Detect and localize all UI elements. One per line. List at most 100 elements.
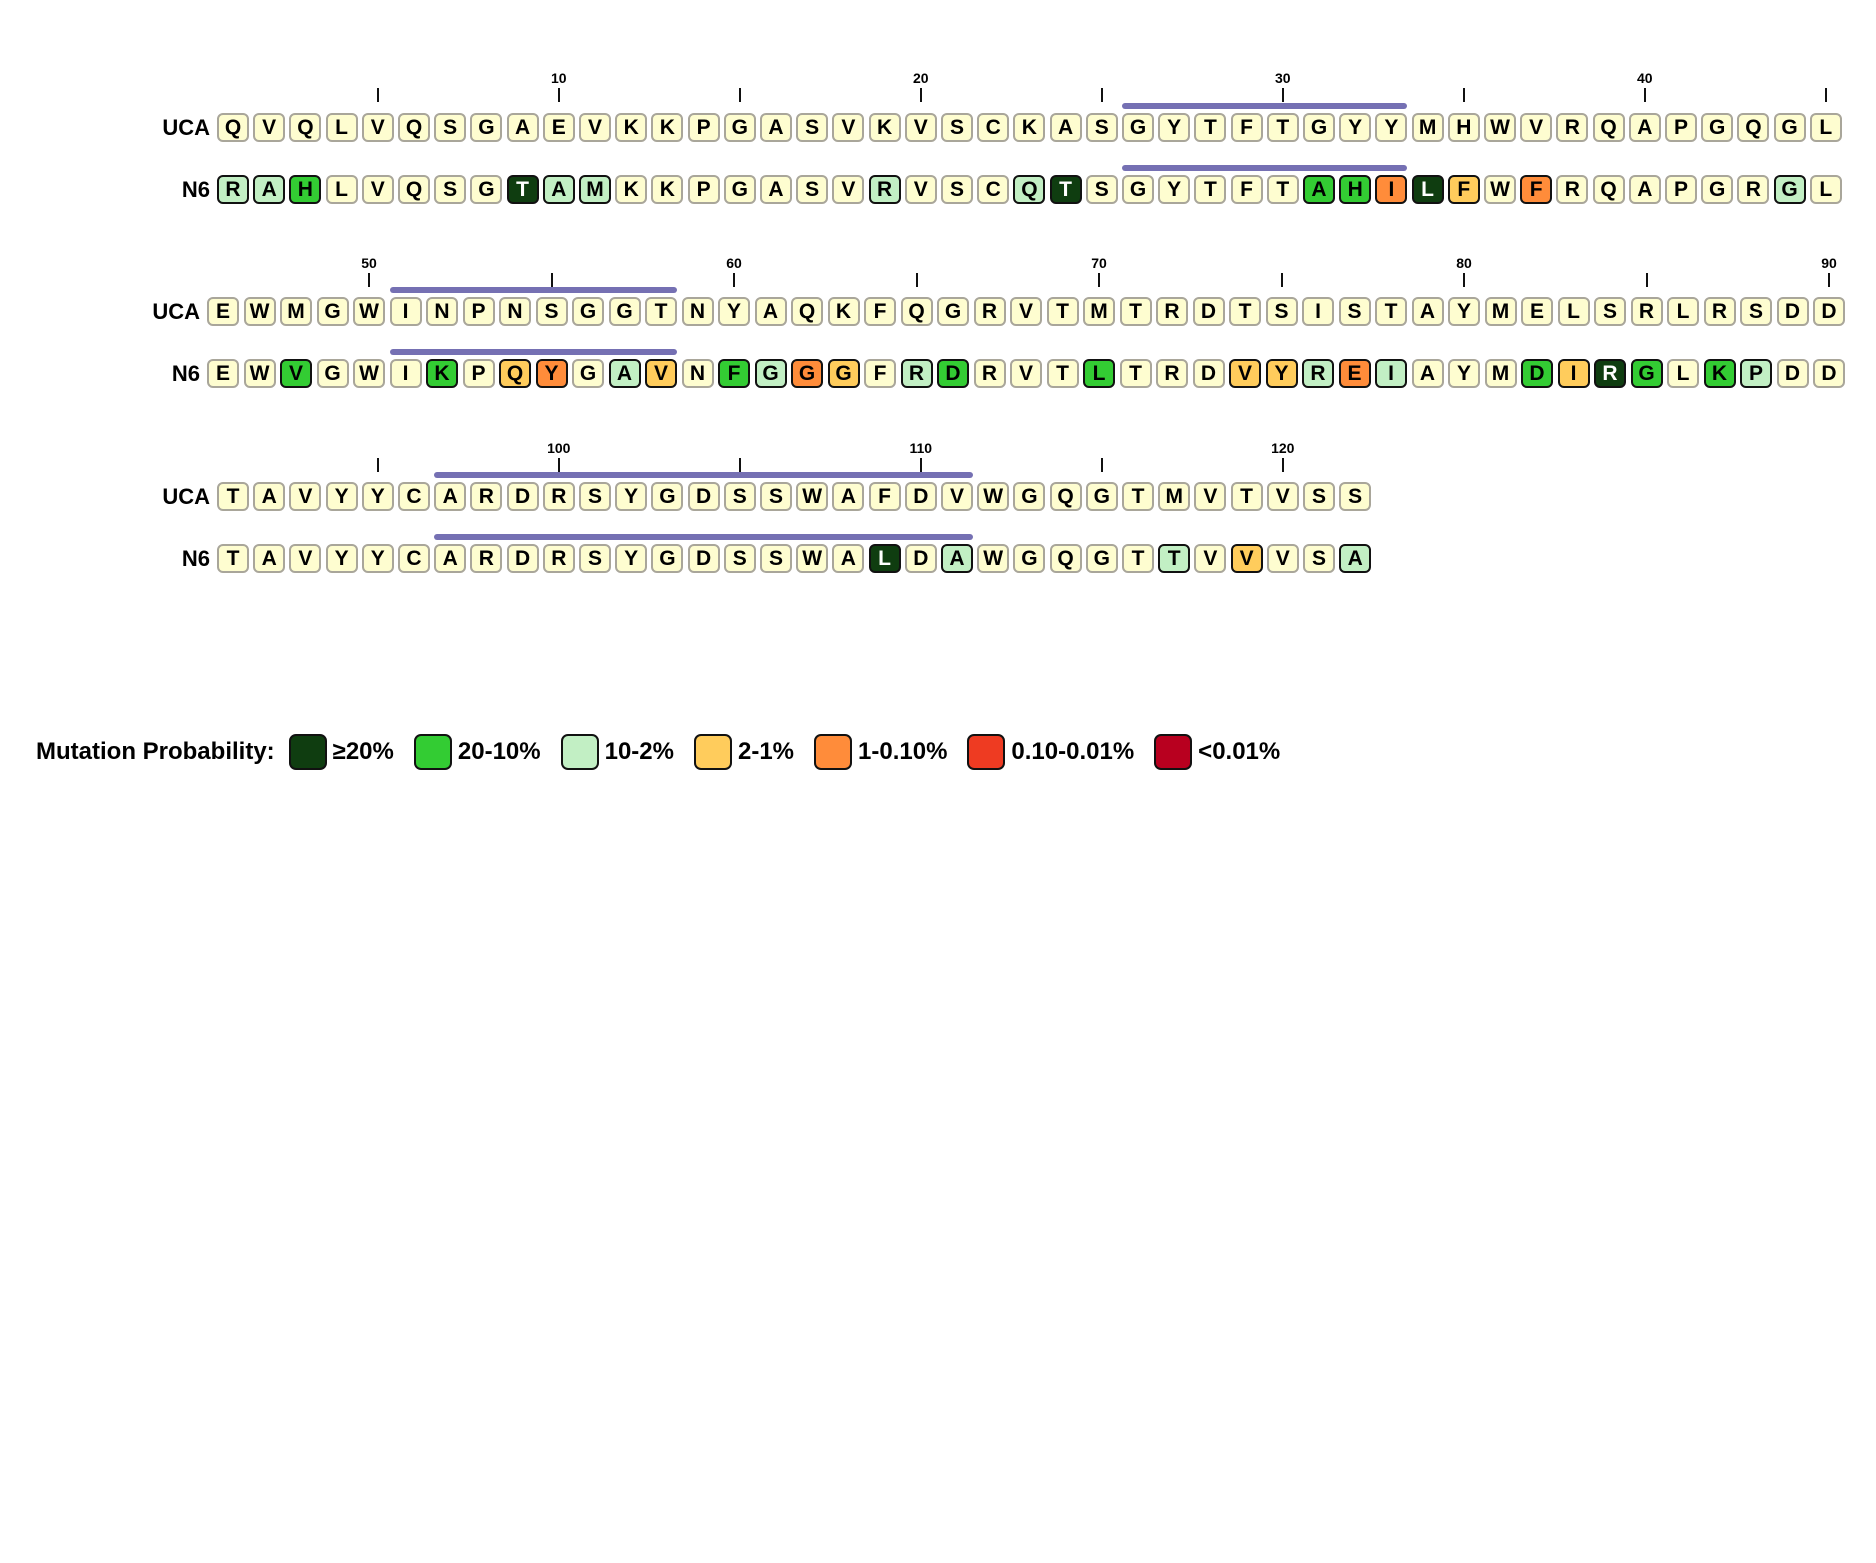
position-tick [738,88,741,102]
query-residue: R [542,544,575,573]
legend-swatch [560,734,599,770]
legend-label: 0.10-0.01% [1011,738,1135,765]
query-residue: A [434,544,467,573]
row-label-query: N6 [181,546,210,571]
query-residue: K [615,175,648,204]
position-tick-label: 100 [547,440,571,456]
position-tick-label: 30 [1275,70,1291,86]
legend-item-lt0.01: <0.01% [1154,734,1280,770]
reference-residue: R [1156,297,1188,326]
legend-title: Mutation Probability: [36,738,275,765]
position-tick [376,88,379,102]
legend-label: 10-2% [604,738,674,765]
query-residue: P [462,359,495,388]
mutated-residue: R [868,175,901,204]
query-residue: R [973,359,1006,388]
position-tick [1462,88,1465,102]
query-residue: I [389,359,422,388]
reference-residue: M [1484,297,1517,326]
reference-residue: G [572,297,604,326]
mutated-residue: R [1594,359,1626,388]
query-residue: F [1230,175,1263,204]
query-residue: A [253,544,286,573]
position-tick [915,273,918,287]
mutated-residue: A [1339,544,1372,573]
query-residue: Q [1049,544,1082,573]
reference-residue: V [1266,482,1299,511]
reference-residue: Y [718,297,750,326]
cdr-bar-query-cdr2 [389,349,677,355]
reference-residue: T [217,482,249,511]
row-label-query: N6 [181,177,210,202]
query-residue: G [1701,175,1734,204]
mutated-residue: I [1375,175,1408,204]
reference-residue: G [1013,482,1046,511]
position-tick-label: 50 [361,255,377,271]
position-tick-label: 60 [726,255,742,271]
query-residue: T [1266,175,1299,204]
reference-residue: P [1665,113,1697,142]
legend-label: 1-0.10% [858,738,948,765]
mutated-residue: G [791,359,823,388]
legend-swatch [814,734,853,770]
query-residue: W [977,544,1010,573]
reference-residue: Q [900,297,933,326]
reference-residue: S [723,482,756,511]
position-tick-label: 20 [913,70,929,86]
reference-residue: T [1046,297,1079,326]
reference-residue: R [973,297,1006,326]
legend-swatch [288,734,327,770]
query-residue: G [316,359,349,388]
query-residue: Y [325,544,358,573]
position-tick [1098,273,1100,287]
reference-residue: V [361,113,394,142]
reference-residue: Y [325,482,358,511]
query-residue: G [651,544,684,573]
mutated-residue: A [1303,175,1335,204]
reference-residue: Q [398,113,430,142]
reference-residue: I [389,297,422,326]
query-residue: V [832,175,865,204]
query-residue: S [941,175,973,204]
query-residue: D [687,544,720,573]
reference-residue: R [1703,297,1736,326]
cdr-bar-query-cdr3 [434,534,973,540]
reference-residue: T [1119,297,1152,326]
reference-residue: T [1230,482,1263,511]
reference-residue: L [1667,297,1699,326]
legend-item-20-10: 20-10% [413,734,541,770]
reference-residue: V [253,113,286,142]
query-residue: W [796,544,829,573]
mutated-residue: I [1557,359,1590,388]
mutated-residue: H [1339,175,1372,204]
mutated-residue: P [1740,359,1772,388]
mutated-residue: G [754,359,787,388]
reference-residue: T [1122,482,1154,511]
reference-residue: W [243,297,276,326]
reference-residue: L [1809,113,1842,142]
reference-residue: V [904,113,937,142]
reference-residue: Q [289,113,322,142]
mutated-residue: V [1230,544,1263,573]
position-tick [1645,273,1648,287]
reference-residue: K [1013,113,1046,142]
query-residue: Y [1158,175,1191,204]
mutated-residue: A [608,359,641,388]
position-tick-label: 10 [551,70,567,86]
query-residue: D [1776,359,1809,388]
reference-residue: S [579,482,611,511]
reference-residue: G [1701,113,1734,142]
query-residue: G [1122,175,1154,204]
legend-swatch [967,734,1006,770]
mutation-probability-legend: Mutation Probability: ≥20% 20-10% 10-2% … [36,733,1300,771]
reference-residue: G [1085,482,1118,511]
query-residue: T [1194,175,1227,204]
reference-residue: N [681,297,714,326]
query-residue: G [723,175,756,204]
reference-residue: Y [615,482,648,511]
legend-swatch [1154,734,1193,770]
query-residue: T [217,544,249,573]
mutated-residue: Q [1013,175,1046,204]
mutated-residue: M [579,175,611,204]
mutated-residue: H [289,175,322,204]
